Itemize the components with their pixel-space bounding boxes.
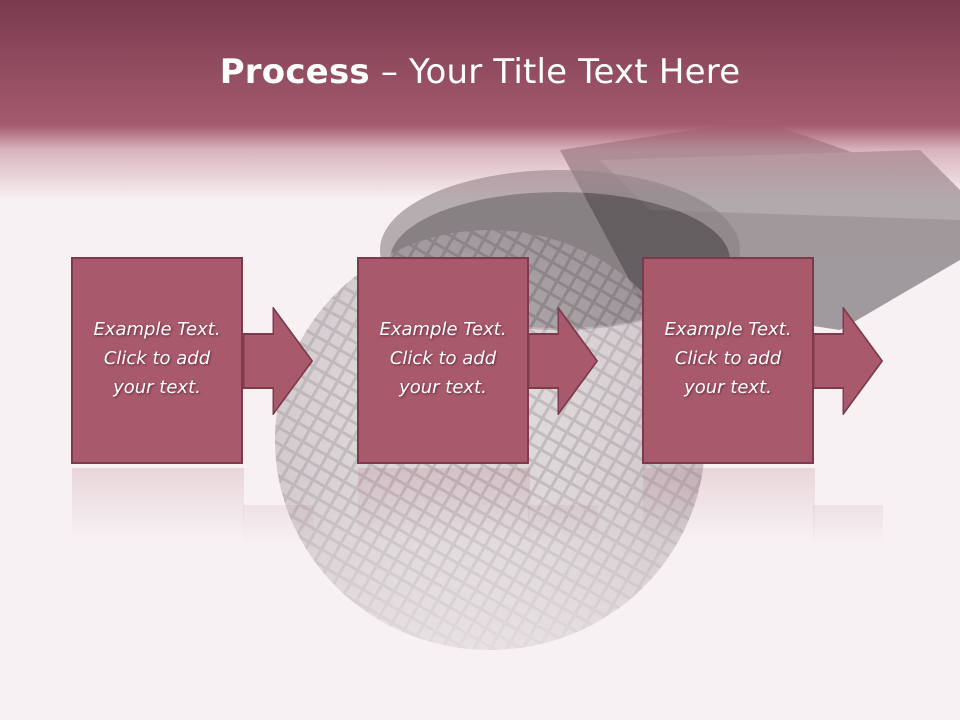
step-3-line-1: Example Text. <box>664 319 792 340</box>
step-3-line-2: Click to add <box>674 348 782 369</box>
step-1-text[interactable]: Example Text. Click to add your text. <box>73 315 241 402</box>
step-1-line-3: your text. <box>113 377 201 398</box>
step-2-arrow-reflection <box>528 505 598 545</box>
step-3-arrow-reflection <box>813 505 883 545</box>
step-1-arrow-icon[interactable] <box>243 307 313 415</box>
step-2-line-1: Example Text. <box>379 319 507 340</box>
step-3-text[interactable]: Example Text. Click to add your text. <box>644 315 812 402</box>
slide-title[interactable]: Process – Your Title Text Here <box>0 52 960 92</box>
title-bold-text: Process <box>219 52 370 92</box>
title-rest-text: – Your Title Text Here <box>369 52 741 92</box>
step-1-line-2: Click to add <box>103 348 211 369</box>
step-2-reflection <box>358 468 530 540</box>
step-3-arrow-icon[interactable] <box>813 307 883 415</box>
step-1-reflection <box>72 468 244 540</box>
step-2-text[interactable]: Example Text. Click to add your text. <box>359 315 527 402</box>
step-2-box[interactable]: Example Text. Click to add your text. <box>357 257 529 464</box>
step-1-arrow-reflection <box>243 505 313 545</box>
step-3-box[interactable]: Example Text. Click to add your text. <box>642 257 814 464</box>
step-1-line-1: Example Text. <box>93 319 221 340</box>
step-2-line-3: your text. <box>399 377 487 398</box>
step-2-arrow-icon[interactable] <box>528 307 598 415</box>
step-1-box[interactable]: Example Text. Click to add your text. <box>71 257 243 464</box>
step-3-line-3: your text. <box>684 377 772 398</box>
header-band <box>0 0 960 200</box>
step-2-line-2: Click to add <box>389 348 497 369</box>
step-3-reflection <box>643 468 815 540</box>
